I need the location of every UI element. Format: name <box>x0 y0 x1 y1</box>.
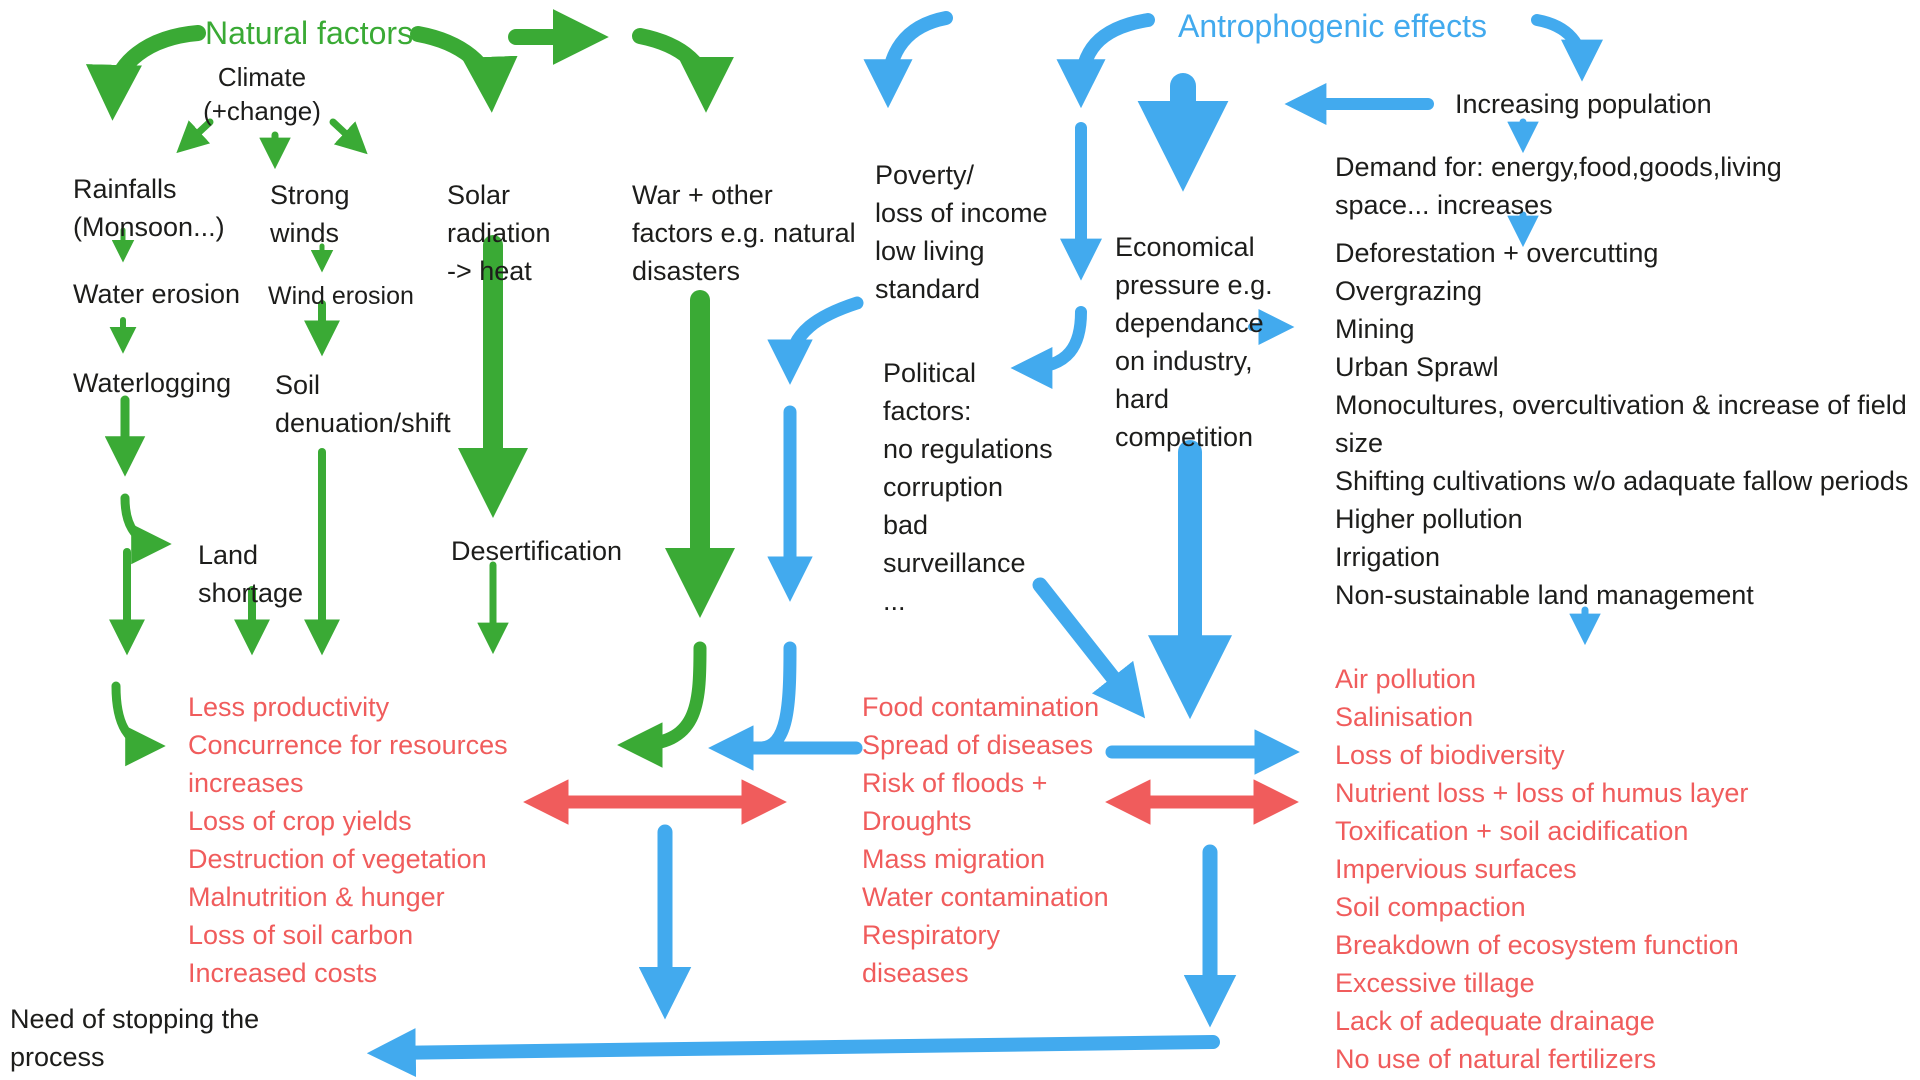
outcomes-right-list: Air pollution Salinisation Loss of biodi… <box>1335 664 1749 1074</box>
soil-denuation-node: Soil denuation/shift <box>275 370 451 438</box>
arrow-climate-to-rainfalls <box>176 118 214 154</box>
arrow-natural-to-war <box>632 28 734 113</box>
arrow-blue-to-left-outcomes-elbow <box>753 641 797 755</box>
arrow-anthro-left2 <box>1056 13 1155 109</box>
arrow-to-concurrence <box>111 681 166 767</box>
increasing-population-node: Increasing population <box>1455 89 1712 119</box>
arrow-to-land-shortage <box>120 493 172 565</box>
arrow-war-to-left-outcomes <box>617 641 707 768</box>
outcomes-middle-list: Food contamination Spread of diseases Ri… <box>862 692 1109 988</box>
anthropogenic-effects-title: Antrophogenic effects <box>1178 8 1487 44</box>
desertification-node: Desertification <box>451 536 623 566</box>
wind-erosion-node: Wind erosion <box>268 282 414 310</box>
war-node: War + other factors e.g. natural disaste… <box>632 180 856 286</box>
arrow-political-diagonal <box>1032 577 1146 719</box>
economical-pressure-node: Economical pressure e.g. dependance on i… <box>1115 232 1273 452</box>
rainfalls-node: Rainfalls (Monsoon...) <box>73 174 225 242</box>
arrow-to-political <box>1010 306 1087 389</box>
solar-radiation-node: Solar radiation -> heat <box>447 180 551 286</box>
political-factors-node: Political factors: no regulations corrup… <box>883 358 1053 616</box>
arrow-natural-to-rainfalls <box>85 25 206 121</box>
strong-winds-node: Strong winds <box>270 180 350 248</box>
climate-node: Climate (+change) <box>203 62 321 126</box>
arrow-natural-to-solar <box>410 26 518 113</box>
land-shortage-node: Land shortage <box>198 540 304 608</box>
arrow-to-need-of-stopping <box>366 1028 1220 1078</box>
outcomes-left-list: Less productivity Concurrence for resour… <box>188 692 508 988</box>
waterlogging-node: Waterlogging <box>73 368 232 398</box>
water-erosion-node: Water erosion <box>73 279 241 309</box>
arrow-anthro-title-to-population <box>1531 14 1603 82</box>
arrow-climate-to-solar <box>329 118 368 155</box>
natural-factors-title: Natural factors <box>205 15 414 51</box>
need-of-stopping-note: Need of stopping the process <box>10 1004 260 1072</box>
poverty-node: Poverty/ loss of income low living stand… <box>875 160 1048 304</box>
arrow-poverty-elbow <box>767 296 864 385</box>
demand-node: Demand for: energy,food,goods,living spa… <box>1335 152 1782 220</box>
anthro-activities-list: Deforestation + overcutting Overgrazing … <box>1335 238 1909 610</box>
arrow-anthro-to-poverty <box>863 11 953 109</box>
